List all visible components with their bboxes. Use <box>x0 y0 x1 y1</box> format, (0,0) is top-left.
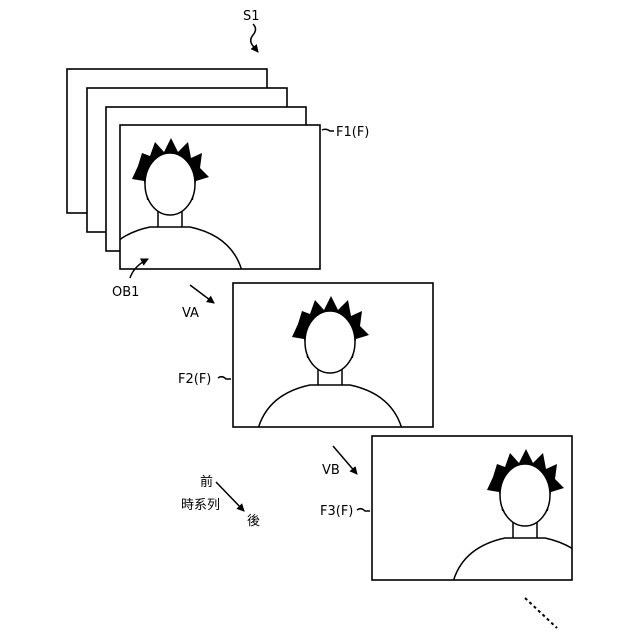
time-axis-arrow <box>216 482 244 511</box>
frame-f2-label: F2(F) <box>178 372 211 387</box>
vector-a-arrow <box>190 285 214 303</box>
vector-b-label: VB <box>322 463 340 478</box>
object-label: OB1 <box>112 285 139 300</box>
continuation-dots <box>525 598 557 628</box>
time-after-label: 後 <box>247 514 260 529</box>
time-before-label: 前 <box>200 474 213 490</box>
frame-f2 <box>233 283 433 429</box>
frame-f3 <box>372 436 597 582</box>
frame-f1-leader <box>322 129 334 131</box>
frame-f3-leader <box>357 509 370 511</box>
frame-f1-label: F1(F) <box>336 125 369 140</box>
frame-f3-label: F3(F) <box>320 504 353 519</box>
vector-a-label: VA <box>182 306 199 321</box>
frame-f1 <box>98 125 320 271</box>
time-series-label: 時系列 <box>181 498 220 513</box>
sequence-pointer-arrow <box>251 24 258 52</box>
sequence-label: S1 <box>243 9 260 24</box>
frame-f2-leader <box>218 377 231 379</box>
